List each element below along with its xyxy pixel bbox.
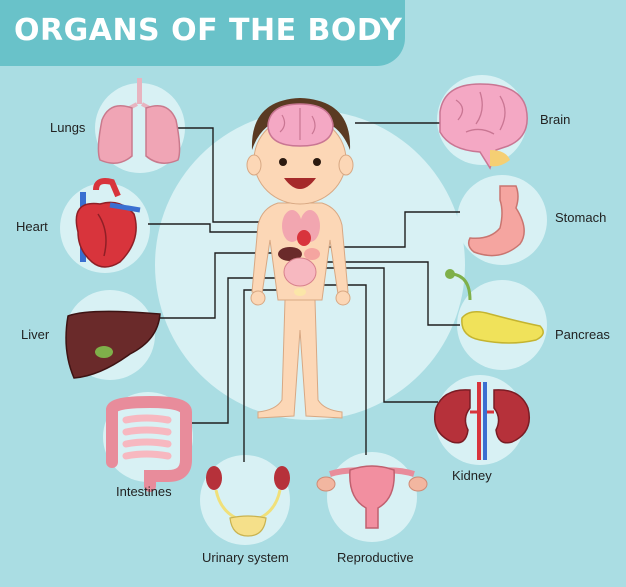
lungs-illustration	[97, 78, 181, 164]
stomach-illustration	[467, 185, 525, 257]
brain-label: Brain	[540, 112, 571, 127]
urinary-illustration	[206, 466, 290, 537]
title-banner: ORGANS OF THE BODY	[0, 0, 405, 66]
urinary-bubble	[200, 455, 290, 545]
intestines-bubble	[103, 392, 193, 482]
kidney-illustration	[434, 382, 530, 460]
brain-illustration	[439, 83, 528, 170]
urinary-label: Urinary system	[202, 550, 289, 565]
lungs-label: Lungs	[50, 120, 86, 135]
liver-illustration	[65, 310, 161, 379]
pancreas-illustration	[445, 269, 544, 344]
pancreas-label: Pancreas	[555, 327, 610, 342]
stomach-label: Stomach	[555, 210, 607, 225]
connector-lines	[148, 122, 460, 462]
page-title: ORGANS OF THE BODY	[14, 13, 403, 48]
reproductive-illustration	[316, 465, 428, 529]
heart-label: Heart	[16, 219, 48, 234]
boy-figure	[246, 98, 354, 419]
intestines-illustration	[106, 395, 192, 492]
kidney-label: Kidney	[452, 468, 492, 483]
liver-label: Liver	[21, 327, 50, 342]
heart-illustration	[75, 178, 141, 268]
intestines-label: Intestines	[116, 484, 172, 499]
reproductive-label: Reproductive	[337, 550, 414, 565]
